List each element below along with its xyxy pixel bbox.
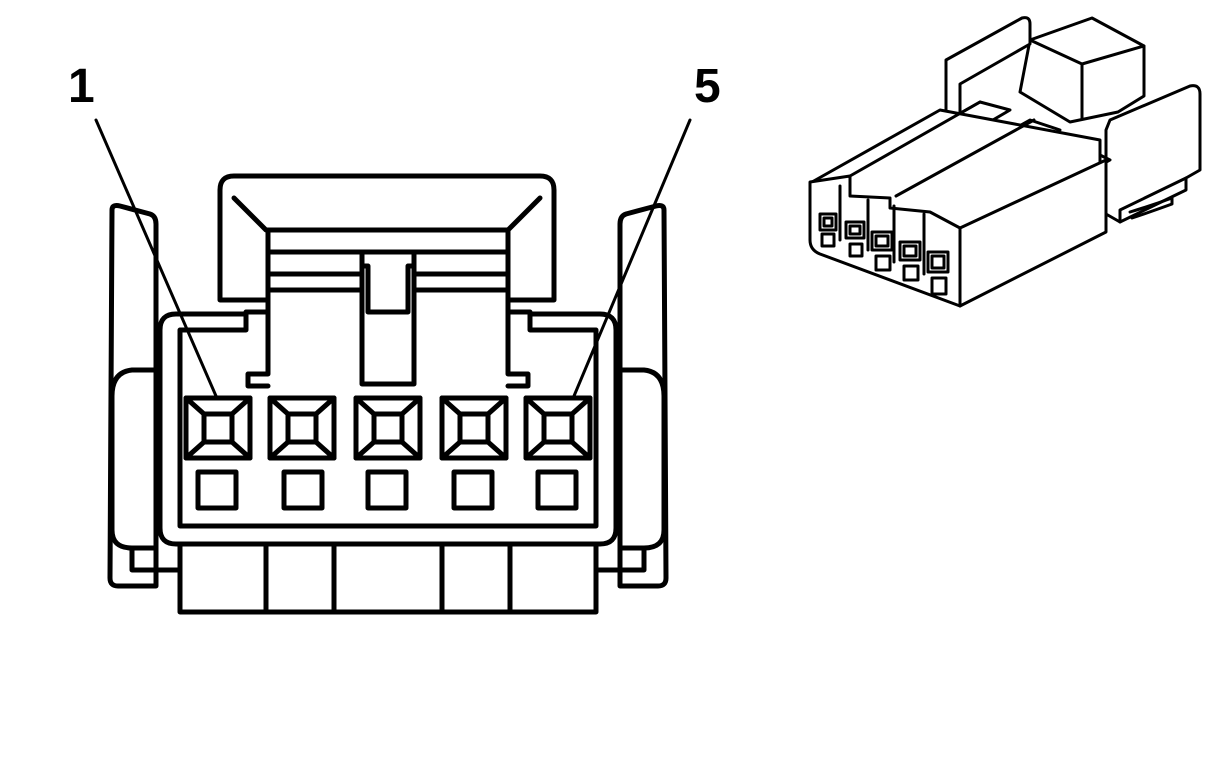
lower-cavity-5: [535, 469, 579, 511]
latch-center-tongue: [359, 263, 417, 387]
iso-left-bracket: [944, 16, 1032, 138]
lower-cavity-4: [451, 469, 495, 511]
latch-right-block: [411, 249, 511, 277]
iso-rear-detail: [1118, 176, 1188, 224]
leader-line-pin-5: [572, 118, 692, 398]
iso-pin-row-top: [818, 212, 950, 274]
hood-chamfer-right: [505, 195, 543, 233]
leader-line-pin-1: [94, 118, 218, 398]
pin-cavity-1: [183, 395, 253, 461]
iso-pin-row-bottom: [820, 232, 948, 296]
lower-cavity-1: [195, 469, 239, 511]
pin-cavity-2: [267, 395, 337, 461]
pin-cavity-3: [353, 395, 423, 461]
iso-top-line: [894, 118, 1036, 198]
right-bottom-step: [593, 545, 647, 573]
left-outer-bump: [109, 367, 159, 551]
right-outer-bump: [617, 367, 667, 551]
iso-rear-tail: [1128, 196, 1174, 220]
lower-cavity-3: [365, 469, 409, 511]
latch-left-block: [265, 249, 365, 277]
iso-top-line: [848, 100, 982, 178]
hood-chamfer-left: [231, 195, 269, 233]
latch-frame: [505, 227, 531, 389]
pin-cavity-4: [439, 395, 509, 461]
bottom-housing-strip: [177, 537, 599, 615]
connector-isometric-view: [808, 16, 1202, 308]
pin-label-first: 1: [68, 60, 95, 113]
iso-right-face: [958, 158, 1108, 308]
connector-face-view: 1 5: [68, 60, 721, 615]
pin-label-last: 5: [694, 60, 721, 113]
latch-frame: [245, 227, 271, 389]
pin-row-top: [183, 395, 593, 461]
left-bottom-step: [129, 545, 183, 573]
pin-cavity-5: [523, 395, 593, 461]
pin-row-bottom: [195, 469, 579, 511]
lower-cavity-2: [281, 469, 325, 511]
